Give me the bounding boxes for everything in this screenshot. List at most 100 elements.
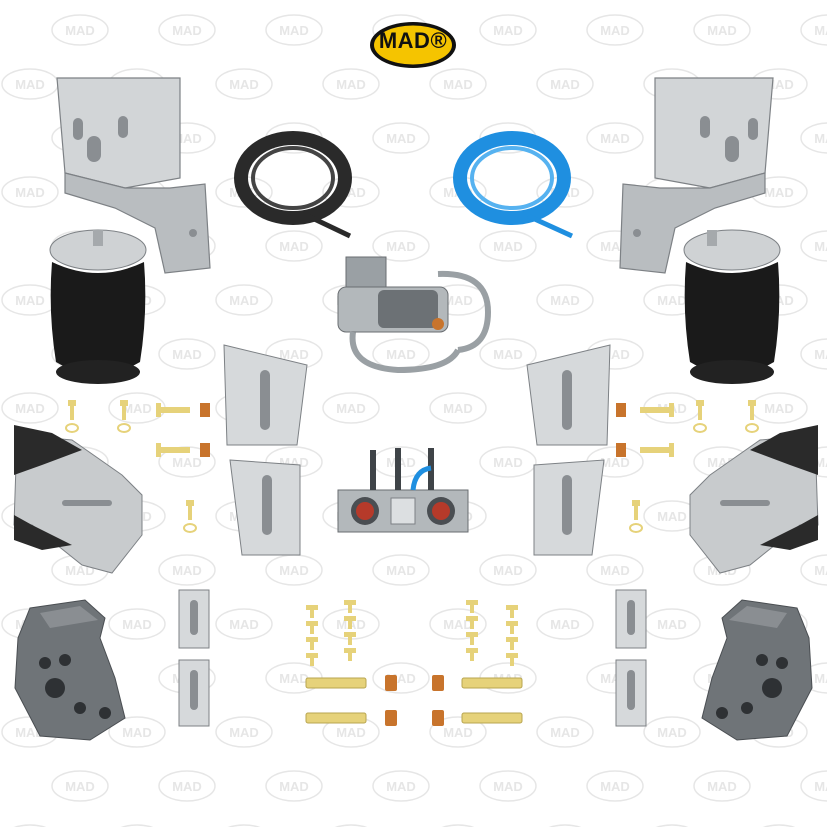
- brand-logo-text: MAD®: [378, 28, 448, 53]
- bolt-head: [306, 605, 318, 610]
- bolt-head: [696, 400, 704, 406]
- bolt-head: [669, 403, 674, 417]
- watermark-mark: [441, 824, 475, 827]
- watermark-text: MAD: [15, 293, 45, 308]
- bolt-head: [669, 443, 674, 457]
- watermark-text: MAD: [814, 563, 827, 578]
- watermark-text: MAD: [443, 77, 473, 92]
- top-bracket-right: [619, 77, 774, 274]
- watermark-mark: [265, 770, 323, 802]
- watermark-text: MAD: [814, 347, 827, 362]
- watermark-text: MAD: [279, 671, 309, 686]
- watermark-text: MAD: [443, 293, 473, 308]
- watermark-mark: [120, 824, 154, 827]
- long-bolt: [461, 712, 523, 724]
- watermark-text: MAD: [336, 401, 366, 416]
- bolt: [310, 642, 314, 650]
- watermark-text: MAD: [600, 23, 630, 38]
- watermark-text: MAD: [600, 779, 630, 794]
- watermark-mark: [372, 230, 430, 262]
- watermark-mark: [108, 608, 166, 640]
- air-spring-left: [49, 229, 147, 384]
- watermark-text: MAD: [657, 617, 687, 632]
- watermark-mark: [548, 824, 582, 827]
- watermark-mark: [536, 68, 594, 100]
- watermark-mark: [215, 716, 273, 748]
- nut: [200, 443, 210, 457]
- watermark-mark: [158, 554, 216, 586]
- watermark-text: MAD: [600, 563, 630, 578]
- watermark-text: MAD: [600, 455, 630, 470]
- watermark-text: MAD: [493, 347, 523, 362]
- washer: [693, 423, 707, 433]
- watermark-text: MAD: [65, 23, 95, 38]
- bolt: [310, 658, 314, 666]
- watermark-mark: [479, 446, 537, 478]
- watermark-text: MAD: [600, 131, 630, 146]
- watermark-text: MAD: [172, 779, 202, 794]
- watermark-text: MAD: [814, 779, 827, 794]
- watermark-text: MAD: [279, 563, 309, 578]
- bolt-head: [748, 400, 756, 406]
- watermark-mark: [322, 392, 380, 424]
- watermark-text: MAD: [122, 725, 152, 740]
- watermark-mark: [372, 122, 430, 154]
- bolt-head: [506, 653, 518, 658]
- cast-bracket-left: [14, 599, 126, 741]
- bolt: [470, 605, 474, 613]
- watermark-text: MAD: [550, 725, 580, 740]
- nut: [432, 675, 444, 691]
- watermark-mark: [215, 608, 273, 640]
- bolt-head: [344, 632, 356, 637]
- watermark-mark: [655, 824, 689, 827]
- bolt: [510, 658, 514, 666]
- bolt: [348, 605, 352, 613]
- watermark-mark: [800, 122, 827, 154]
- watermark-text: MAD: [814, 23, 827, 38]
- lower-bracket-right: [689, 425, 819, 574]
- watermark-text: MAD: [493, 779, 523, 794]
- watermark-mark: [586, 122, 644, 154]
- watermark-mark: [800, 554, 827, 586]
- blue-air-hose-coil: [453, 131, 574, 239]
- bolt: [634, 506, 638, 520]
- watermark-text: MAD: [229, 293, 259, 308]
- nut: [385, 675, 397, 691]
- bolt-head: [306, 621, 318, 626]
- watermark-mark: [479, 554, 537, 586]
- watermark-mark: [800, 338, 827, 370]
- watermark-text: MAD: [386, 239, 416, 254]
- watermark-mark: [215, 68, 273, 100]
- watermark-text: MAD: [279, 779, 309, 794]
- nut: [616, 443, 626, 457]
- watermark-text: MAD: [550, 293, 580, 308]
- bolt: [470, 621, 474, 629]
- watermark-text: MAD: [172, 347, 202, 362]
- bolt: [510, 626, 514, 634]
- watermark-mark: [429, 68, 487, 100]
- nut: [200, 403, 210, 417]
- air-spring-right: [683, 229, 781, 384]
- watermark-text: MAD: [122, 401, 152, 416]
- top-bracket-left: [56, 77, 211, 274]
- bolt-head: [506, 605, 518, 610]
- bolt: [470, 653, 474, 661]
- watermark-mark: [1, 392, 59, 424]
- watermark-text: MAD: [550, 617, 580, 632]
- bolt-head: [156, 443, 161, 457]
- bolt: [310, 626, 314, 634]
- watermark-text: MAD: [386, 779, 416, 794]
- watermark-text: MAD: [764, 401, 794, 416]
- bolt-head: [466, 600, 478, 605]
- bolt: [510, 642, 514, 650]
- watermark-text: MAD: [657, 293, 687, 308]
- watermark-text: MAD: [814, 671, 827, 686]
- watermark-mark: [762, 824, 796, 827]
- watermark-mark: [158, 770, 216, 802]
- watermark-text: MAD: [814, 239, 827, 254]
- watermark-text: MAD: [15, 401, 45, 416]
- bolt-head: [344, 616, 356, 621]
- bolt: [348, 637, 352, 645]
- bolt: [348, 653, 352, 661]
